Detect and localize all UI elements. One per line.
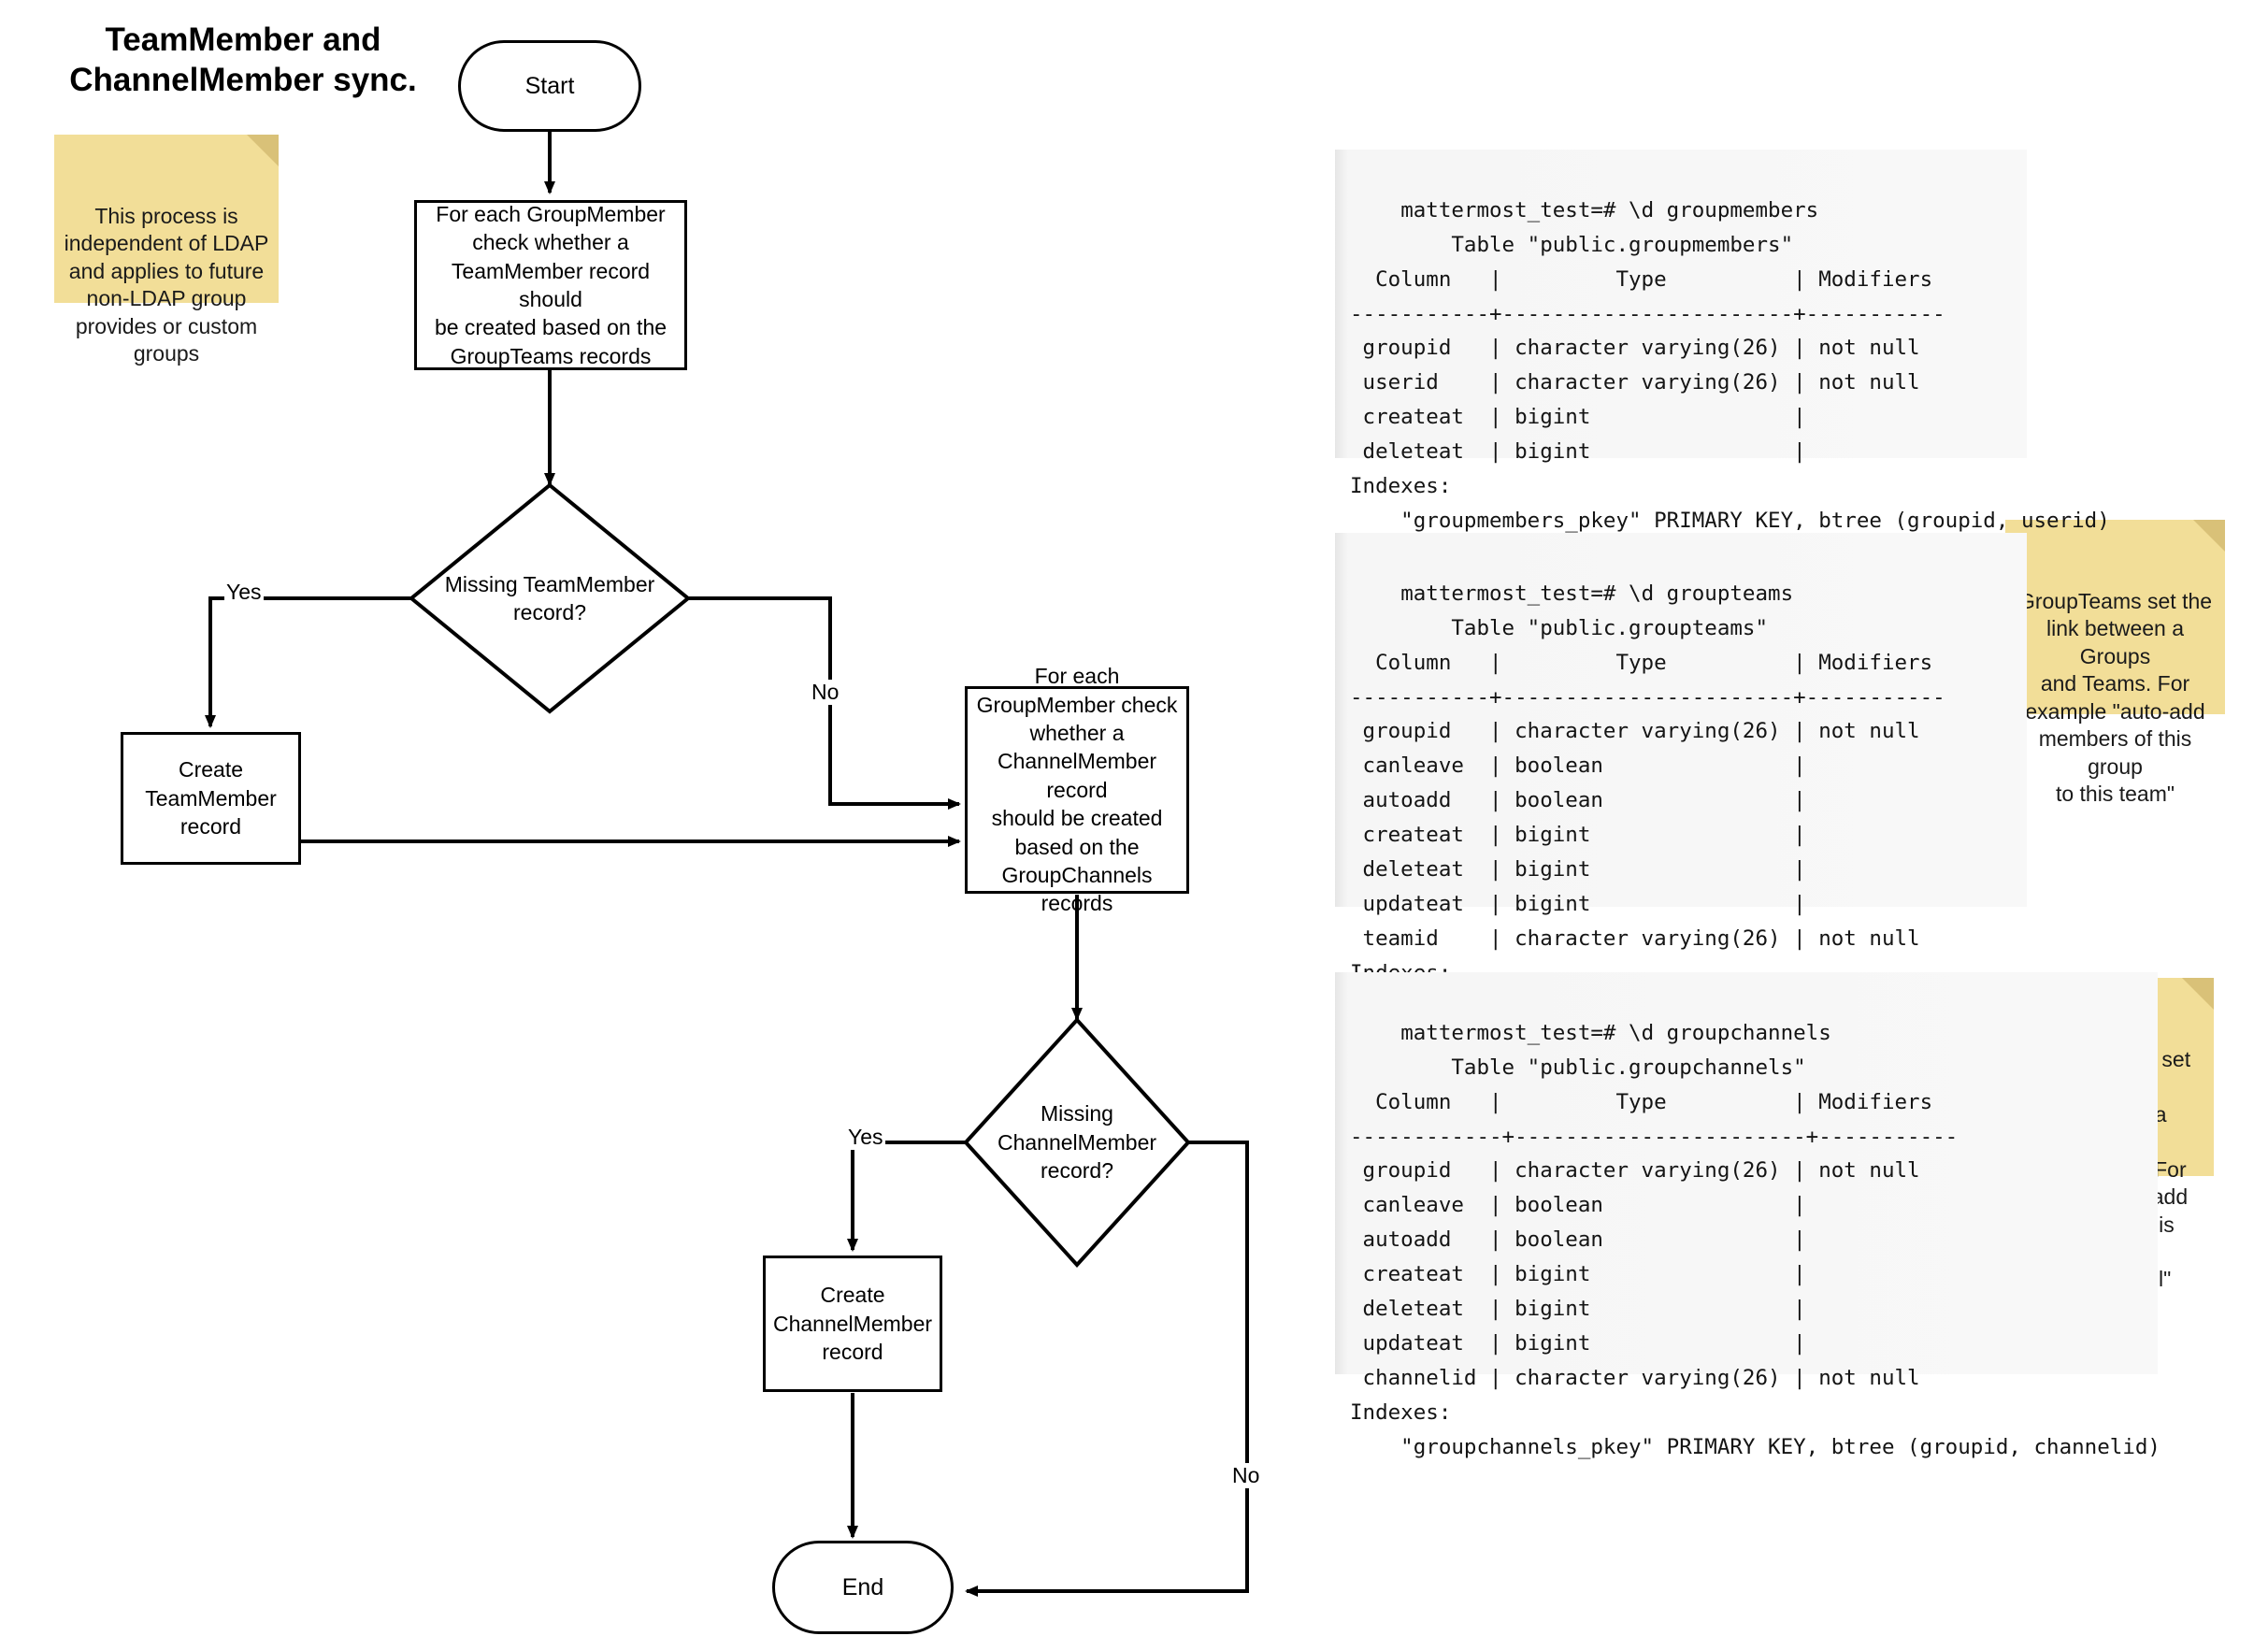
flow-node-check-teammember-label: For each GroupMember check whether a Tea… [434,201,667,368]
terminal-groupmembers-text: mattermost_test=# \d groupmembers Table … [1350,197,2110,567]
edge-label-yes-channelmember: Yes [846,1125,885,1150]
flow-decision-missing-teammember[interactable]: Missing TeamMember record? [409,482,691,714]
flow-node-end-label: End [841,1573,884,1600]
flow-node-check-teammember[interactable]: For each GroupMember check whether a Tea… [414,200,687,370]
flow-decision-missing-channelmember[interactable]: Missing ChannelMember record? [963,1017,1191,1268]
flow-node-start-label: Start [524,72,575,99]
sticky-fold-icon [2193,520,2225,552]
terminal-groupchannels: mattermost_test=# \d groupchannels Table… [1335,972,2160,1459]
flow-node-check-channelmember[interactable]: For each GroupMember check whether a Cha… [965,664,1189,915]
edge-label-no-teammember: No [810,680,841,705]
edge-decision-channel-yes [847,1141,965,1252]
terminal-groupchannels-text: mattermost_test=# \d groupchannels Table… [1350,1020,2160,1459]
note-groupteams: GroupTeams set the link between a Groups… [2005,520,2225,806]
edge-label-yes-teammember: Yes [224,580,264,605]
terminal-groupteams-text: mattermost_test=# \d groupteams Table "p… [1350,581,2085,1020]
flow-node-create-channelmember-label: Create ChannelMember record [772,1283,933,1365]
note-ldap-independence-text: This process is independent of LDAP and … [64,203,269,366]
edge-decision-team-yes [205,596,411,728]
note-groupteams-text: GroupTeams set the link between a Groups… [2017,588,2213,806]
edge-label-no-channelmember: No [1230,1463,1262,1488]
sticky-fold-icon [247,135,279,166]
note-ldap-independence: This process is independent of LDAP and … [54,135,279,366]
flow-node-create-channelmember[interactable]: Create ChannelMember record [763,1256,942,1392]
flow-node-create-teammember-label: Create TeamMember record [145,757,277,840]
flow-node-check-channelmember-label: For each GroupMember check whether a Cha… [976,664,1178,916]
sticky-fold-icon [2182,978,2214,1010]
terminal-groupteams: mattermost_test=# \d groupteams Table "p… [1335,533,2085,1020]
flow-node-create-teammember[interactable]: Create TeamMember record [121,732,301,865]
terminal-groupmembers: mattermost_test=# \d groupmembers Table … [1335,150,2110,567]
page-title: TeamMember and ChannelMember sync. [69,22,417,98]
flow-node-end[interactable]: End [772,1541,954,1634]
flow-node-start[interactable]: Start [458,40,641,132]
